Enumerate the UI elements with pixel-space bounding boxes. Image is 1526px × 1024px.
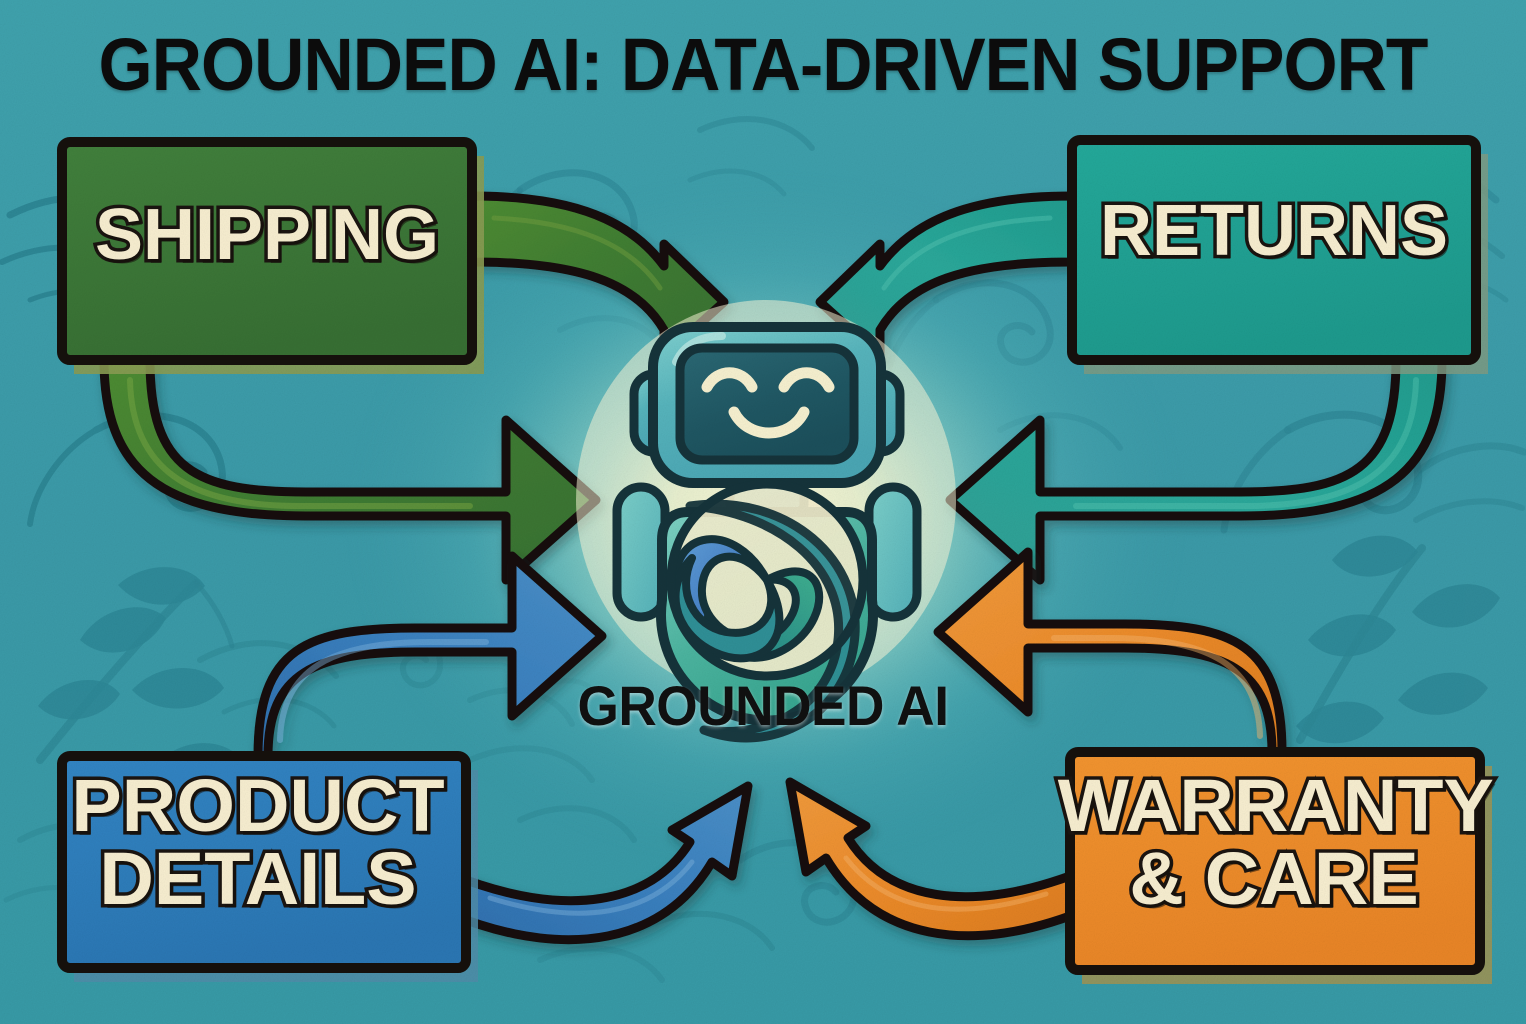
node-returns[interactable] — [1067, 135, 1488, 374]
node-product-details[interactable] — [57, 751, 478, 982]
node-shipping[interactable] — [57, 137, 484, 374]
node-warranty-care[interactable] — [1065, 747, 1492, 984]
